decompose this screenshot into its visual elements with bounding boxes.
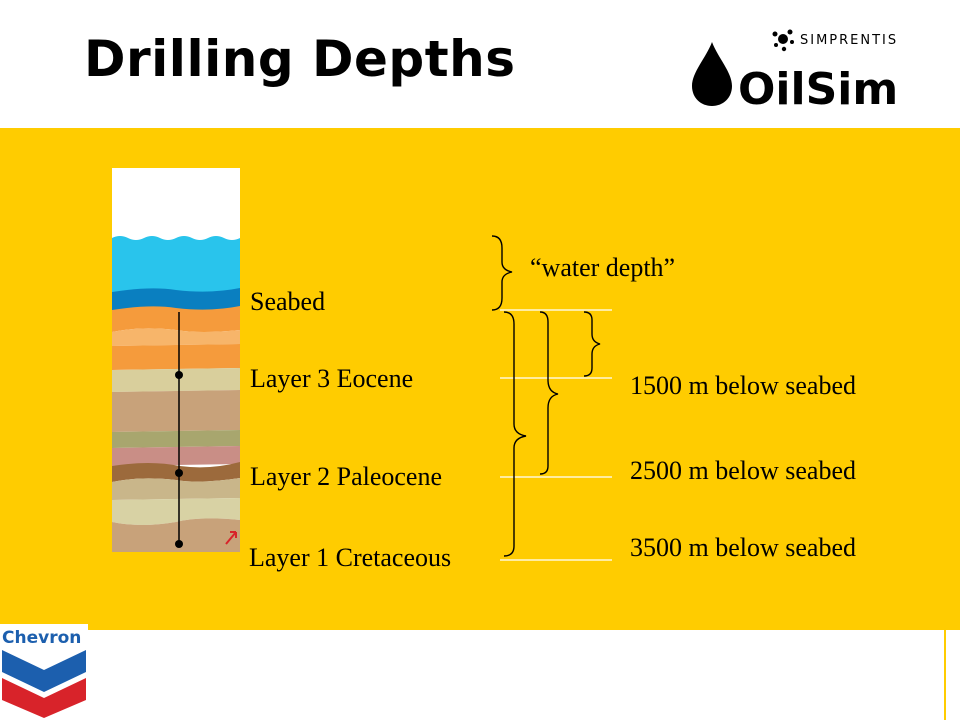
layer2-marker bbox=[175, 469, 183, 477]
layer3-label: Layer 3 Eocene bbox=[250, 364, 414, 393]
slide-title: Drilling Depths bbox=[84, 30, 516, 88]
chevron-upper-chevron-icon bbox=[2, 650, 86, 692]
seabed-label: Seabed bbox=[250, 287, 326, 316]
simprentis-wordmark: SIMPRENTIS bbox=[800, 33, 898, 48]
depth-3500-label: 3500 m below seabed bbox=[630, 533, 857, 562]
layer3-marker bbox=[175, 371, 183, 379]
simprentis-splat-icon bbox=[772, 29, 794, 52]
water-depth-label: “water depth” bbox=[530, 253, 676, 282]
layer1-marker bbox=[175, 540, 183, 548]
depth-2500-label: 2500 m below seabed bbox=[630, 456, 857, 485]
layer1-label: Layer 1 Cretaceous bbox=[249, 543, 452, 572]
geology-cross-section bbox=[112, 168, 240, 552]
oil-drop-icon bbox=[692, 42, 732, 106]
oilsim-logo: SIMPRENTIS OilSim bbox=[668, 28, 940, 112]
water-depth-brace bbox=[491, 235, 513, 311]
brace-1500 bbox=[583, 311, 601, 377]
depth-1500-label: 1500 m below seabed bbox=[630, 371, 857, 400]
layer2-label: Layer 2 Paleocene bbox=[250, 462, 443, 491]
right-edge-strip bbox=[944, 630, 946, 720]
brace-3500 bbox=[503, 311, 527, 557]
chevron-wordmark: Chevron bbox=[2, 628, 81, 648]
chevron-lower-chevron-icon bbox=[2, 678, 86, 718]
chevron-logo: Chevron bbox=[0, 624, 88, 720]
oilsim-wordmark: OilSim bbox=[738, 64, 898, 112]
brace-2500 bbox=[539, 311, 559, 475]
